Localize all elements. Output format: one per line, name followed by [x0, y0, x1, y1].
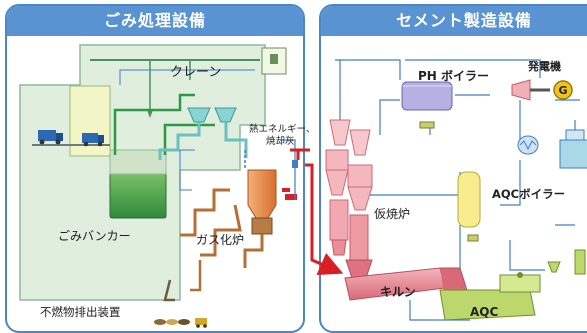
label-crane: クレーン — [170, 65, 221, 80]
generator-symbol: G — [558, 84, 567, 97]
crane-grab-icon — [147, 110, 153, 118]
garbage-truck-icon — [38, 130, 63, 145]
heat-energy-arrow — [305, 163, 344, 276]
feeder-hopper — [187, 107, 211, 123]
aqc-boiler — [457, 171, 481, 228]
label-gasifier: ガス化炉 — [196, 233, 244, 247]
cooling-tower-icon — [559, 139, 587, 169]
preheater-tower — [325, 119, 373, 279]
gasifier-furnace — [247, 169, 277, 219]
label-heat-energy: 熱エネルギー、 — [249, 123, 315, 135]
incombustible-pile-icon — [154, 318, 207, 328]
label-kiln: キルン — [380, 285, 416, 299]
generator-icon — [553, 80, 573, 100]
label-incombustible-discharge: 不燃物排出装置 — [40, 305, 121, 319]
garbage-truck-icon — [82, 133, 104, 147]
label-ph-boiler: PH ボイラー — [418, 68, 489, 83]
ash-pipe — [285, 194, 297, 200]
label-aqc: AQC — [470, 305, 498, 319]
cement-production-title: セメント製造設備 — [321, 6, 587, 36]
condenser-icon — [517, 135, 539, 155]
label-incineration-ash: 焼却灰 — [266, 135, 295, 147]
waste-bunker — [109, 171, 167, 219]
hopper-pipe — [113, 93, 195, 155]
ph-boiler — [401, 81, 453, 111]
label-waste-bunker: ごみバンカー — [58, 228, 131, 243]
steam-turbine — [511, 79, 531, 101]
label-aqc-boiler: AQCボイラー — [492, 187, 565, 201]
label-calciner: 仮焼炉 — [374, 207, 410, 221]
waste-treatment-title: ごみ処理設備 — [7, 6, 303, 36]
label-generator: 発電機 — [527, 59, 561, 73]
